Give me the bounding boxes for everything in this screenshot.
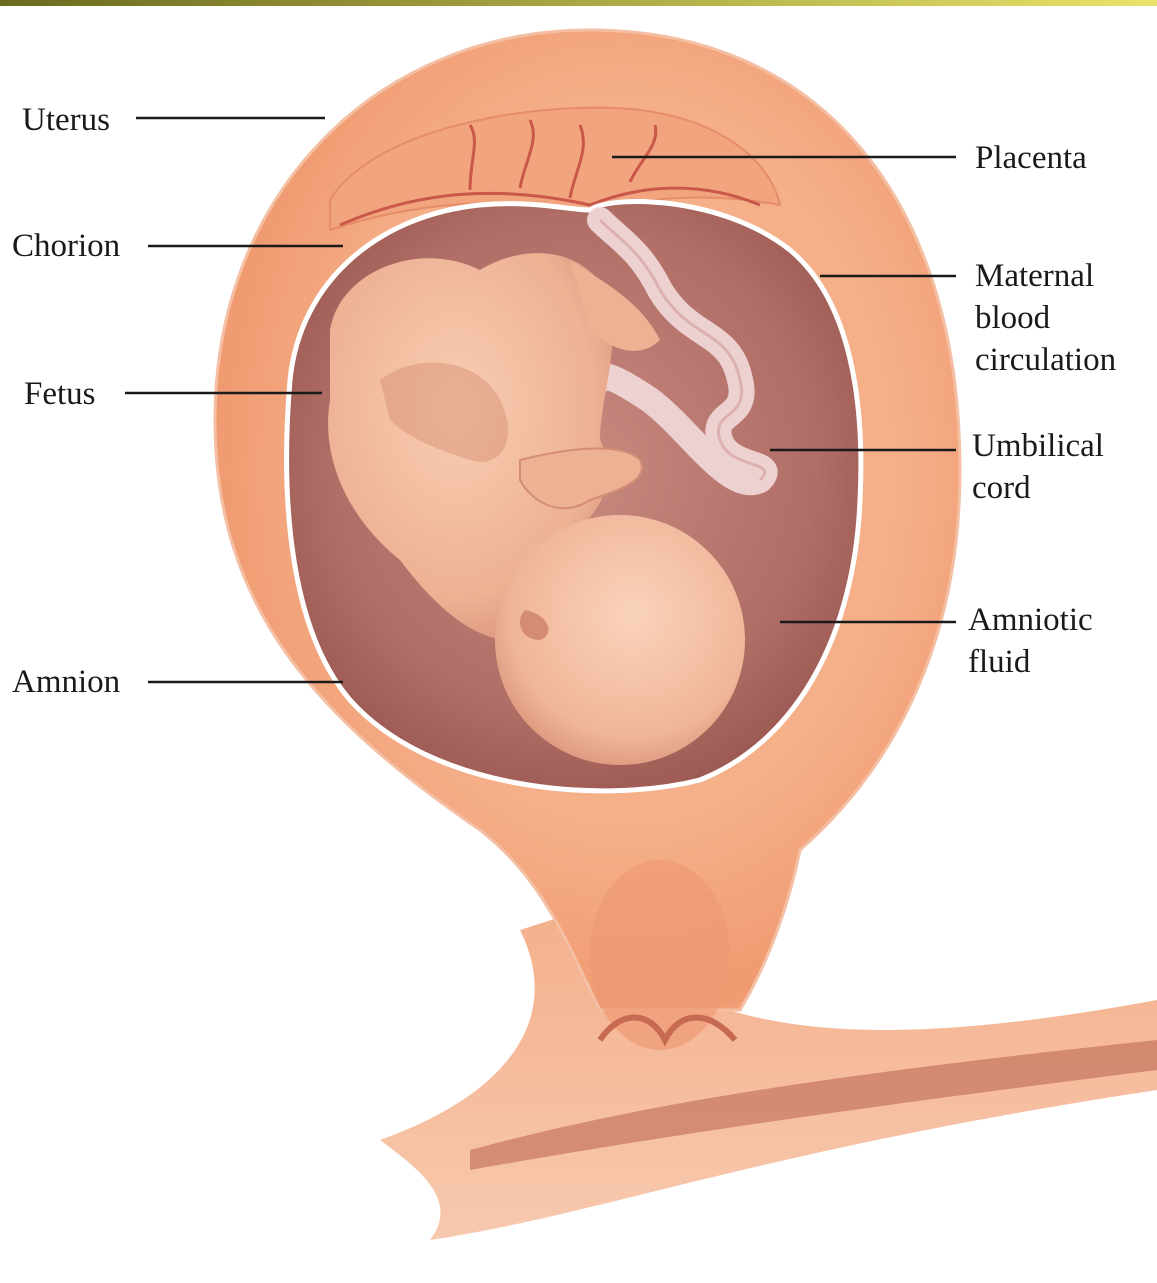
label-amnion: Amnion [12, 664, 120, 700]
label-fetus: Fetus [24, 376, 96, 412]
label-maternal-line-2: blood [975, 300, 1051, 336]
label-maternal-blood-circulation: Maternal blood circulation [975, 258, 1116, 378]
label-uterus: Uterus [22, 102, 110, 138]
top-bar [0, 0, 1157, 6]
label-amniotic-line-2: fluid [968, 644, 1031, 680]
fetus-head [495, 515, 745, 765]
label-maternal-line-1: Maternal [975, 258, 1094, 294]
label-placenta: Placenta [975, 140, 1087, 176]
label-chorion: Chorion [12, 228, 120, 264]
label-amniotic-line-1: Amniotic [968, 602, 1093, 638]
label-amniotic-fluid: Amniotic fluid [968, 602, 1101, 680]
label-umbilical-line-1: Umbilical [972, 428, 1104, 464]
label-maternal-line-3: circulation [975, 342, 1116, 378]
label-umbilical-line-2: cord [972, 470, 1031, 506]
label-umbilical-cord: Umbilical cord [972, 428, 1112, 506]
